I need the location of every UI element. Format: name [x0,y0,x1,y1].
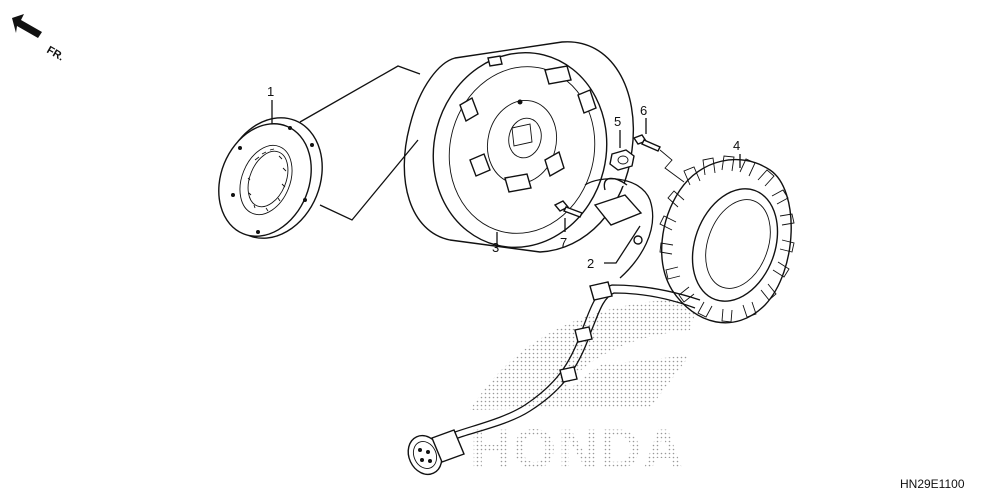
callout-4: 4 [733,138,740,153]
callout-3: 3 [492,240,499,255]
part-7-bolt [553,200,583,218]
front-label: FR. [45,44,66,63]
part-4-stator [659,155,795,324]
callout-2: 2 [587,256,594,271]
callout-1: 1 [267,84,274,99]
honda-logo-watermark: HONDA [470,298,700,480]
diagram-code: HN29E1100 [900,477,965,491]
assembly-bracket [299,65,421,221]
part-1-starter-clutch [218,117,323,239]
part-2-pulse-generator [584,177,654,279]
callout-7: 7 [560,235,567,250]
part-3-flywheel [403,41,634,253]
honda-wordmark: HONDA [470,417,685,480]
callout-6: 6 [640,103,647,118]
part-6-bolt [632,134,685,183]
harness-connector [407,429,465,476]
callout-5: 5 [614,114,621,129]
front-direction-indicator: FR. [12,14,66,63]
honda-wing-mark [470,298,700,410]
wiring-harness [454,281,701,439]
part-5-nut [609,149,635,171]
front-arrow-icon [12,14,42,38]
leader-lines [271,100,741,264]
